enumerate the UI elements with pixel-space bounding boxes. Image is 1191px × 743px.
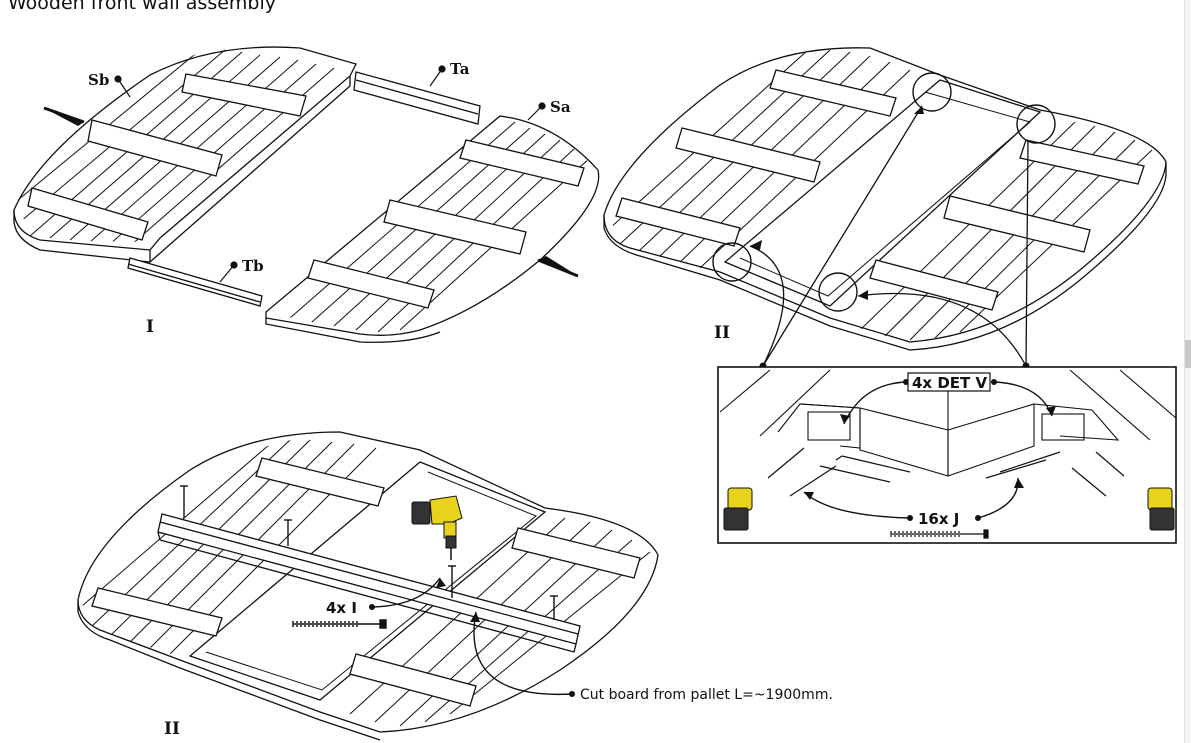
- arrow-icon: [43, 106, 579, 278]
- step-number-2a: II: [714, 323, 730, 343]
- vertical-scrollbar[interactable]: [1184, 0, 1191, 743]
- screw-icon: [180, 485, 558, 629]
- detail-box: 4x DET V 16x J: [717, 366, 1177, 544]
- cut-board-note: Cut board from pallet L=~1900mm.: [580, 687, 833, 703]
- drill-icon: [723, 487, 1175, 531]
- step-number-1: I: [146, 317, 154, 337]
- callout-screws-i: 4x I: [326, 599, 357, 617]
- step-number-2b: II: [164, 719, 180, 739]
- detail-circles: [712, 72, 1056, 312]
- part-label-tb: Tb: [242, 257, 264, 275]
- page-title: Wooden front wall assembly: [8, 0, 276, 14]
- step1-group: [13, 46, 600, 343]
- callout-screws-j: 16x J: [918, 510, 959, 528]
- drill-icon: [411, 495, 463, 560]
- part-label-sb: Sb: [88, 71, 109, 89]
- callout-det-v: 4x DET V: [912, 374, 987, 392]
- part-label-sa: Sa: [550, 98, 571, 116]
- step2-top-group: [603, 47, 1167, 351]
- scrollbar-thumb[interactable]: [1185, 340, 1191, 368]
- step2-bottom-group: [77, 431, 659, 741]
- part-label-ta: Ta: [450, 60, 470, 78]
- screw-icon: [767, 447, 1125, 539]
- board-ta: [353, 71, 481, 125]
